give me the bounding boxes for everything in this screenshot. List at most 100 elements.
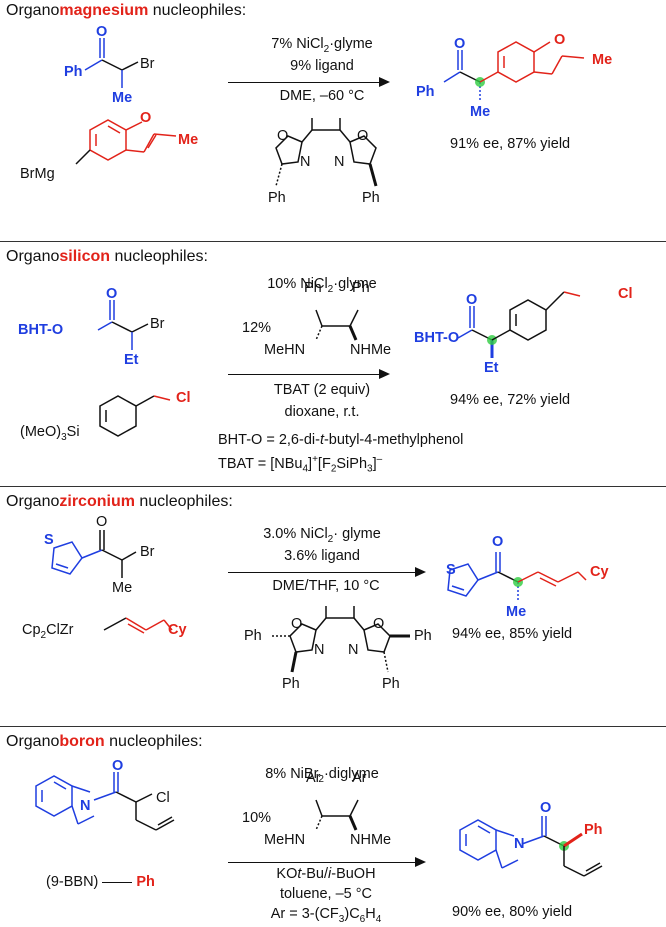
condition-additive: TBAT (2 equiv) (273, 382, 371, 398)
label-brmg: BrMg (20, 166, 55, 182)
label-o: O (466, 292, 478, 308)
reactant-benzofuran-grignard (75, 119, 177, 165)
label-bht: BHT-O (18, 322, 64, 338)
reaction-arrow (228, 567, 426, 577)
label-me: Me (178, 132, 199, 148)
label-o: O (106, 286, 118, 302)
result-ee-yield: 94% ee, 85% yield (452, 626, 573, 642)
label-n: N (300, 154, 311, 170)
label-ph: Ph (382, 676, 400, 692)
note-bht-definition: BHT-O = 2,6-di-t-butyl-4-methylphenol (218, 432, 464, 448)
label-n: N (348, 642, 359, 658)
label-o: O (373, 616, 385, 632)
label-cl: Cl (618, 286, 633, 302)
label-bbn: (9-BBN)Ph (46, 874, 155, 890)
label-o: O (140, 110, 152, 126)
label-n: N (314, 642, 325, 658)
label-ph: Ph (244, 628, 262, 644)
condition-catalyst: 8% NiBr2·diglyme (265, 766, 379, 785)
condition-catalyst: 3.0% NiCl2· glyme (263, 526, 381, 545)
condition-ligand: 3.6% ligand (284, 548, 360, 564)
label-o: O (277, 128, 289, 144)
label-br: Br (150, 316, 165, 332)
label-ph: Ph (362, 190, 380, 206)
label-o: O (357, 128, 369, 144)
panel-heading-silicon: Organosilicon nucleophiles: (6, 248, 208, 265)
reaction-arrow (228, 369, 390, 379)
panel-heading-magnesium: Organomagnesium nucleophiles: (6, 2, 246, 20)
label-meosi: (MeO)3Si (20, 424, 80, 443)
result-ee-yield: 91% ee, 87% yield (450, 136, 571, 152)
label-et: Et (124, 352, 139, 368)
reaction-arrow (228, 857, 426, 867)
ligand-diamine (315, 309, 359, 341)
label-cy: Cy (168, 622, 187, 638)
label-ph: Ph (64, 64, 83, 80)
label-o: O (454, 36, 466, 52)
panel-divider (0, 486, 666, 487)
ligand-diamine-aryl (315, 799, 359, 831)
condition-solvent: dioxane, r.t. (284, 404, 360, 420)
panel-heading-zirconium: Organozirconium nucleophiles: (6, 493, 233, 510)
label-bht: BHT-O (414, 330, 460, 346)
label-cl: Cl (176, 390, 191, 406)
label-cp2clzr: Cp2ClZr (22, 622, 74, 641)
heading-suffix: nucleophiles: (148, 2, 247, 19)
label-s: S (44, 532, 54, 548)
reactant-alkenylzirconium (103, 617, 173, 634)
label-cl: Cl (156, 790, 170, 806)
panel-divider (0, 726, 666, 727)
label-o: O (291, 616, 303, 632)
label-et: Et (484, 360, 499, 376)
result-ee-yield: 94% ee, 72% yield (450, 392, 571, 408)
condition-ligand-loading: 10% (242, 810, 272, 826)
product-4 (459, 816, 603, 877)
label-br: Br (140, 544, 155, 560)
label-br: Br (140, 56, 155, 72)
label-n: N (514, 836, 525, 852)
label-nhme: NHMe (350, 832, 392, 848)
label-ph: Ph (268, 190, 286, 206)
label-ph: Ph (416, 84, 435, 100)
condition-catalyst: 10% NiCl2·glyme (267, 276, 377, 295)
label-mehn: MeHN (264, 342, 306, 358)
condition-ligand-loading: 12% (242, 320, 272, 336)
label-ar: Ar (352, 770, 367, 786)
label-o: O (554, 32, 566, 48)
label-o: O (540, 800, 552, 816)
label-o: O (492, 534, 504, 550)
condition-ligand: 9% ligand (290, 58, 354, 74)
label-me: Me (470, 104, 491, 120)
note-ar-definition: Ar = 3-(CF3)C6H4 (270, 906, 382, 925)
label-n: N (80, 798, 91, 814)
reactant-indoline-amide (35, 772, 175, 831)
heading-prefix: Organo (6, 2, 60, 19)
reactant-arylsilane (99, 395, 171, 437)
label-s: S (446, 562, 456, 578)
label-me: Me (112, 90, 133, 106)
label-ph: Ph (304, 280, 322, 296)
result-ee-yield: 90% ee, 80% yield (452, 904, 573, 920)
label-ph: Ph (584, 822, 603, 838)
condition-catalyst: 7% NiCl2·glyme (271, 36, 373, 55)
reactant-bromoketone-1 (84, 38, 139, 88)
label-ar: Ar (306, 770, 321, 786)
label-ph: Ph (414, 628, 432, 644)
ligand-bisoxazoline (275, 118, 378, 187)
heading-highlight: magnesium (59, 2, 149, 19)
label-o: O (112, 758, 124, 774)
label-o: O (96, 24, 108, 40)
condition-solvent: toluene, –5 °C (279, 886, 373, 902)
label-mehn: MeHN (264, 832, 306, 848)
panel-divider (0, 241, 666, 242)
condition-solvent: DME/THF, 10 °C (272, 578, 380, 594)
label-n: N (334, 154, 345, 170)
condition-base: KOt-Bu/i-BuOH (276, 866, 376, 882)
label-me: Me (506, 604, 527, 620)
product-2 (457, 291, 581, 358)
label-ph: Ph (282, 676, 300, 692)
label-cy: Cy (590, 564, 609, 580)
label-ph: Ph (352, 280, 370, 296)
label-nhme: NHMe (350, 342, 392, 358)
panel-heading-boron: Organoboron nucleophiles: (6, 733, 203, 750)
